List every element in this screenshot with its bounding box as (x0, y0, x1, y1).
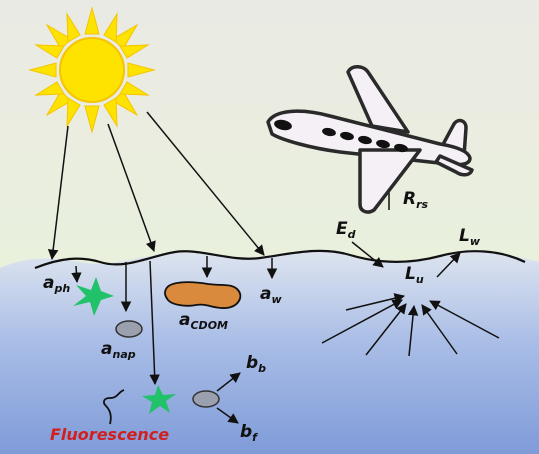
label-l-u: Lu (405, 266, 424, 285)
water-body (0, 251, 539, 454)
sun-icon (30, 8, 154, 132)
scattering-particle (193, 391, 219, 407)
label-b-b: bb (246, 355, 266, 374)
label-l-w: Lw (459, 228, 480, 247)
label-a-ph: aph (43, 275, 70, 294)
cdom-blob (165, 282, 240, 308)
label-a-cdom: aCDOM (179, 312, 228, 331)
label-e-d: Ed (336, 221, 356, 240)
label-r-rs: Rrs (403, 191, 428, 210)
fluorescence-label: Fluorescence (50, 425, 169, 444)
label-b-f: bf (240, 424, 257, 443)
nonalgal-particle (116, 321, 142, 337)
label-a-w: aw (260, 286, 282, 305)
label-a-nap: anap (101, 341, 136, 360)
